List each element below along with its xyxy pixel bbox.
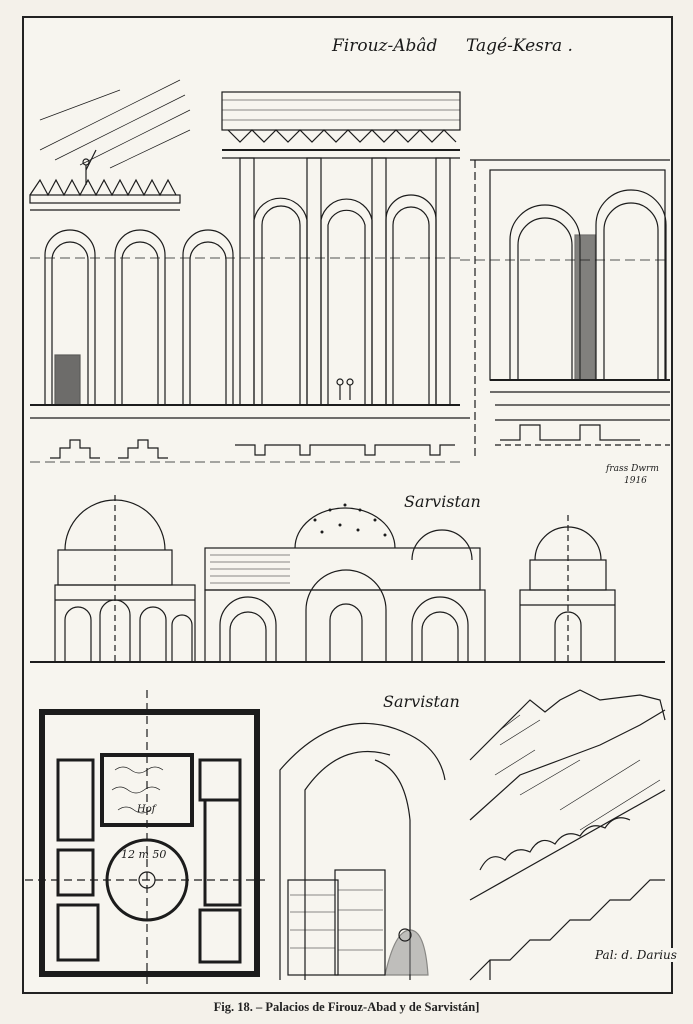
sarvistan-section-right-drawing [519, 515, 616, 663]
palace-of-darius-drawing [469, 689, 666, 981]
firouz-abad-label: Firouz-Abâd [332, 36, 438, 56]
palace-of-darius-label: Pal: d. Darius [595, 948, 677, 962]
tage-kesra-facade-drawing [460, 159, 670, 460]
sarvistan-bottom-label: Sarvistan [383, 692, 460, 711]
firouz-abad-facade-drawing [29, 79, 470, 419]
sarvistan-top-label: Sarvistan [404, 492, 481, 511]
hof-label: Hof [137, 804, 156, 815]
signature-year: 1916 [624, 476, 647, 486]
illustration-plate [22, 16, 673, 994]
tage-kesra-label: Tagé-Kesra . [466, 36, 573, 56]
figure-caption: Fig. 18. – Palacios de Firouz-Abad y de … [213, 1000, 480, 1014]
sarvistan-section-left-drawing [54, 495, 196, 663]
sarvistan-floor-plan-drawing [25, 690, 265, 985]
artist-signature: frass Dwrm [606, 464, 659, 474]
central-columned-facade-drawing [221, 91, 461, 406]
dimension-label: 12 m 50 [121, 848, 167, 861]
sarvistan-elevation-drawing [204, 503, 486, 663]
sarvistan-vault-interior-drawing [279, 722, 446, 980]
